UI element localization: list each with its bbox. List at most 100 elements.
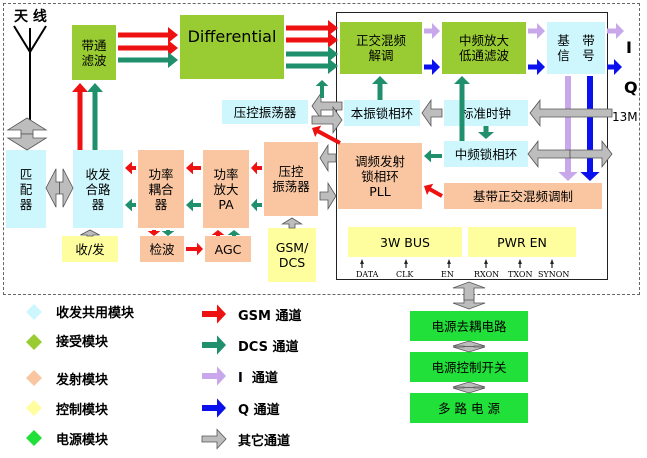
- legend-swatch-2: [26, 370, 42, 386]
- outer-dashed-frame: [3, 3, 640, 295]
- legend-shared-text: 收发共用模块: [56, 306, 135, 321]
- pin-en: EN: [441, 270, 454, 279]
- quadrature-demodulator: 正交混频 解调: [340, 22, 422, 74]
- power-amplifier: 功率 放大 PA: [203, 150, 249, 228]
- arrow-demod-ifamp-q: [424, 59, 440, 75]
- arrow-bbmod-fmpll: [424, 183, 443, 198]
- q-output-label: Q: [624, 78, 638, 97]
- arrow-matching-duplexer-a: [45, 168, 60, 208]
- arrow-antenna-matching-a: [6, 117, 48, 135]
- arrow-ifamp-baseband-i: [528, 23, 545, 39]
- pwr-en: PWR EN: [468, 227, 576, 257]
- arrow-pa-coupler-dcs: [186, 198, 201, 212]
- pin-clk: CLK: [396, 270, 414, 279]
- arrow-refclk-ifpll: [478, 126, 494, 139]
- lo-pll: 本振锁相环: [344, 100, 420, 126]
- arrow-coupler-detector-2: [161, 230, 175, 236]
- arrow-ifpll-loop-b: [569, 140, 613, 168]
- chip-frame: [336, 12, 608, 280]
- arrow-pa-coupler-gsm: [186, 161, 201, 175]
- pin-synon: SYNON: [538, 270, 570, 279]
- arrow-antenna-matching-b: [6, 133, 48, 151]
- arrow-power-chip: [452, 281, 486, 301]
- legend-power-text: 电源模块: [56, 433, 109, 448]
- arrow-decouple-switch-b: [452, 346, 486, 353]
- fm-tx-pll: 调频发射 锁相环 PLL: [338, 143, 422, 209]
- arrow-q-out: [607, 59, 622, 75]
- arrow-fmpll-vco: [312, 125, 341, 145]
- arrow-baseband-mod-i: [558, 76, 578, 181]
- arrow-switch-multi-b: [452, 387, 486, 394]
- arrow-lopll-vco: [311, 91, 343, 121]
- differential-block: Differential: [180, 15, 284, 79]
- arrow-duplexer-bandpass-dcs: [87, 83, 103, 150]
- legend-swatch-0: [26, 304, 42, 320]
- arrow-vco-lopll: [311, 105, 343, 135]
- arrow-pin-2: [447, 259, 451, 268]
- power-control-switch: 电源控制开关: [410, 352, 528, 382]
- i-output-label: I: [626, 38, 632, 57]
- pin-data: DATA: [356, 270, 379, 279]
- arrow-agc-pa-1: [211, 230, 225, 236]
- arrow-diff-demod-3: [286, 46, 338, 62]
- legend-dcs-text: DCS 通道: [238, 340, 299, 355]
- arrow-lopll-demod: [372, 76, 388, 100]
- arrow-pin-0: [360, 259, 364, 268]
- legend-swatch-1: [26, 334, 42, 350]
- arrow-coupler-duplexer-dcs: [125, 198, 136, 212]
- arrow-lopll-diff-dcs: [315, 80, 329, 98]
- arrow-ifpll-fmpll: [424, 149, 442, 163]
- detector: 检波: [140, 236, 184, 262]
- arrow-detector-agc: [186, 242, 203, 256]
- arrow-refclk-lopll: [421, 98, 443, 128]
- arrow-txvco-pa-gsm: [251, 161, 262, 175]
- arrow-ifamp-baseband-q: [528, 59, 545, 75]
- power-coupler: 功率 耦合 器: [138, 150, 184, 228]
- arrow-pin-1: [404, 259, 408, 268]
- legend-arrow-3: [202, 398, 226, 418]
- reference-clock: 标准时钟: [444, 100, 528, 126]
- arrow-pin-5: [550, 259, 554, 268]
- arrow-txvco-pa-dcs: [251, 198, 262, 212]
- arrow-duplexer-bandpass-gsm: [72, 83, 88, 150]
- legend-receive-text: 接受模块: [56, 335, 109, 350]
- legend-gsm-text: GSM 通道: [238, 309, 302, 324]
- arrow-pin-4: [518, 259, 522, 268]
- baseband-signal: 基 带 信 号: [547, 22, 605, 74]
- antenna-icon: [13, 25, 47, 122]
- arrow-demod-ifamp-i: [424, 23, 440, 39]
- 3w-bus: 3W BUS: [348, 227, 462, 257]
- duplexer: 收发 合路 器: [73, 150, 123, 228]
- arrow-baseband-mod-q: [580, 76, 600, 181]
- pin-rxon: RXON: [474, 270, 500, 279]
- if-pll: 中频锁相环: [444, 141, 528, 167]
- legend-arrow-2: [202, 366, 226, 386]
- arrow-bandpass-diff-gsm: [118, 27, 178, 43]
- legend-swatch-4: [26, 430, 42, 446]
- arrow-switch-multi-a: [452, 381, 486, 388]
- antenna-label: 天 线: [14, 9, 47, 25]
- arrow-13m-refclk: [529, 99, 613, 127]
- arrow-decouple-switch-a: [452, 340, 486, 347]
- arrow-bandpass-diff-dcs2: [118, 52, 178, 68]
- arrow-agc-pa-2: [227, 230, 241, 236]
- arrow-coupler-duplexer-gsm: [125, 161, 136, 175]
- arrow-ifpll-ifamp: [454, 76, 470, 141]
- pin-txon: TXON: [508, 270, 533, 279]
- legend-transmit-text: 发射模块: [56, 373, 109, 388]
- arrow-bandpass-diff-dcs: [118, 40, 178, 56]
- arrow-matching-duplexer-b: [59, 168, 74, 208]
- arrow-rxtx-duplexer: [80, 229, 100, 237]
- arrow-diff-demod-4: [286, 58, 338, 74]
- legend-q-text: Q 通道: [238, 403, 280, 418]
- arrow-fmpll-txvco-1: [319, 143, 337, 173]
- arrow-diff-demod-2: [286, 32, 338, 48]
- arrow-txvco-fmpll-2: [319, 181, 337, 211]
- legend-swatch-3: [26, 400, 42, 416]
- power-decoupling: 电源去耦电路: [410, 311, 528, 341]
- multi-power-supply: 多 路 电 源: [410, 393, 528, 423]
- arrow-coupler-detector-1: [147, 230, 161, 236]
- legend-other-text: 其它通道: [238, 434, 291, 449]
